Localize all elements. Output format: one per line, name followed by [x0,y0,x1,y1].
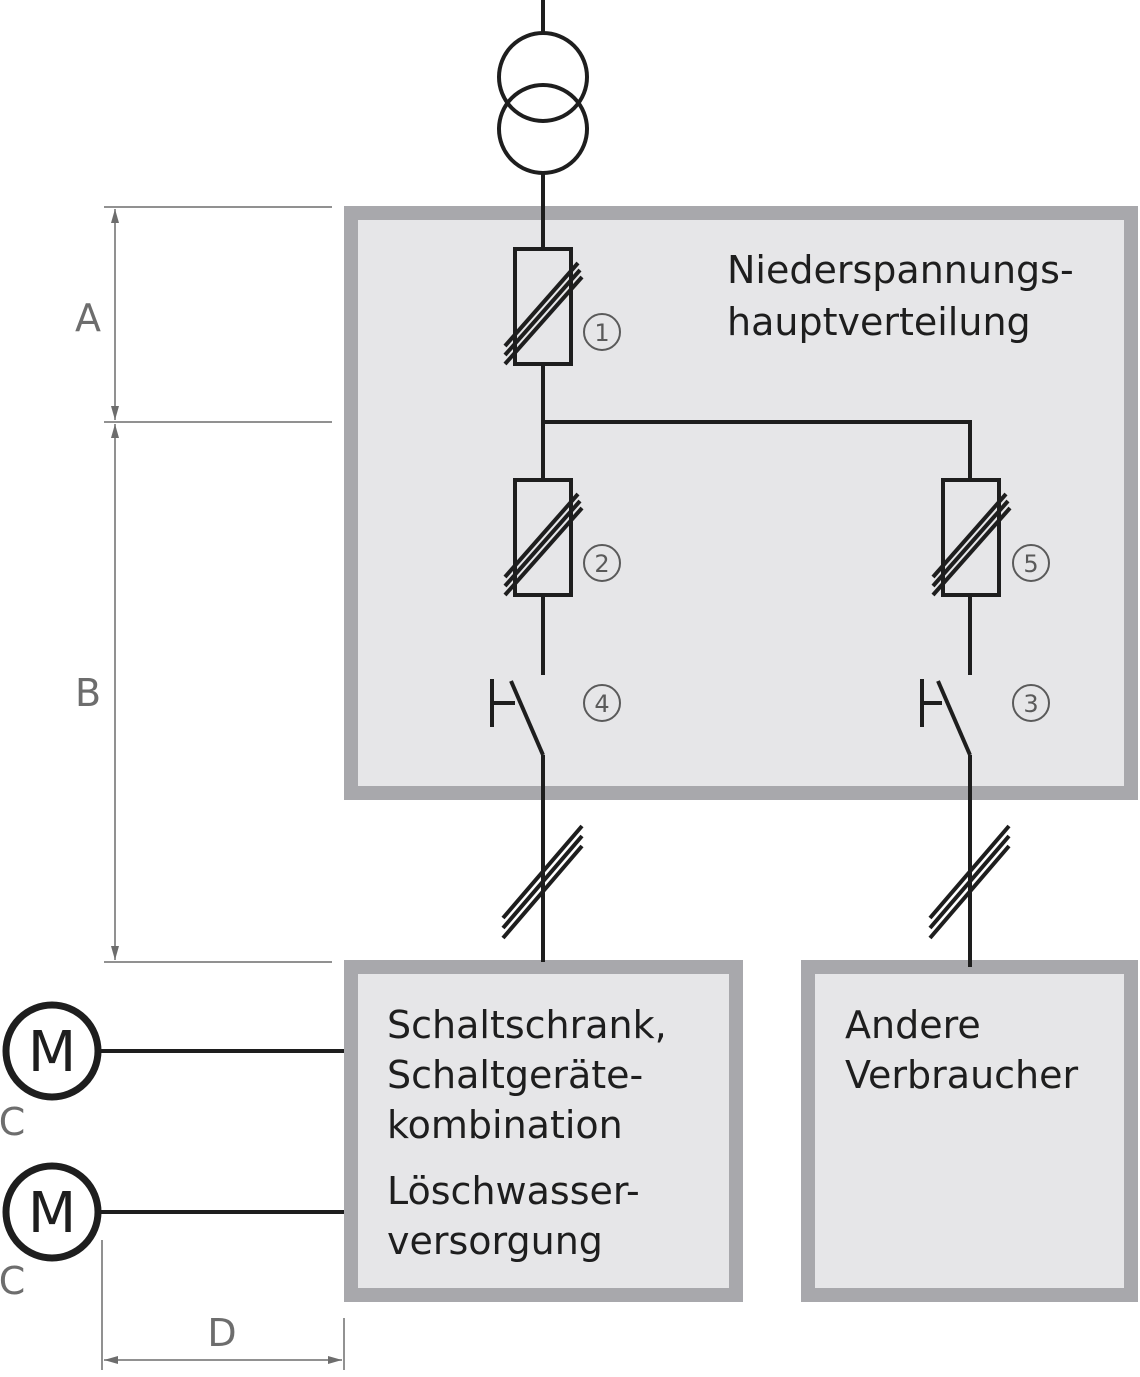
marker-5-label: 5 [1023,550,1038,578]
fuse-5-icon [931,478,1012,675]
motor-bottom-label: M [28,1181,76,1246]
cabinet-line1: Schaltschrank, [387,1003,667,1047]
cabinet-line3: kombination [387,1103,623,1147]
marker-3 [1012,684,1050,722]
dimension-arrows [104,209,342,1364]
cable-left-icon [501,755,584,962]
marker-5 [1012,544,1050,582]
dimension-c-label-top: C [0,1100,25,1144]
consumers-line2: Verbraucher [845,1053,1079,1097]
marker-1-label: 1 [594,319,609,347]
marker-3-label: 3 [1023,690,1038,718]
marker-1 [583,313,621,351]
switch-3-icon [920,679,972,756]
consumers-line1: Andere [845,1003,981,1047]
motor-bottom-icon [2,1162,344,1262]
dimension-a-label: A [75,296,101,340]
marker-2 [583,544,621,582]
cabinet-line2: Schaltgeräte- [387,1053,643,1097]
motor-top-label: M [28,1020,76,1085]
marker-4 [583,684,621,722]
cable-right-icon [928,755,1011,967]
dimension-c-label-bottom: C [0,1259,25,1303]
main-panel-title-line2: hauptverteilung [727,300,1031,344]
transformer-icon [497,0,589,249]
fuse-1-icon [503,247,584,422]
dimension-b-label: B [75,671,101,715]
busbar-line [543,420,972,480]
marker-4-label: 4 [594,690,609,718]
control-cabinet-panel [344,960,743,1302]
main-panel-title-line1: Niederspannungs- [727,248,1074,292]
cabinet-line4: Löschwasser- [387,1169,640,1213]
marker-2-label: 2 [594,550,609,578]
motor-top-icon [2,1001,344,1101]
fuse-2-icon [503,422,584,675]
cabinet-line5: versorgung [387,1219,603,1263]
switch-4-icon [490,679,545,756]
dimension-d-label: D [207,1311,236,1355]
